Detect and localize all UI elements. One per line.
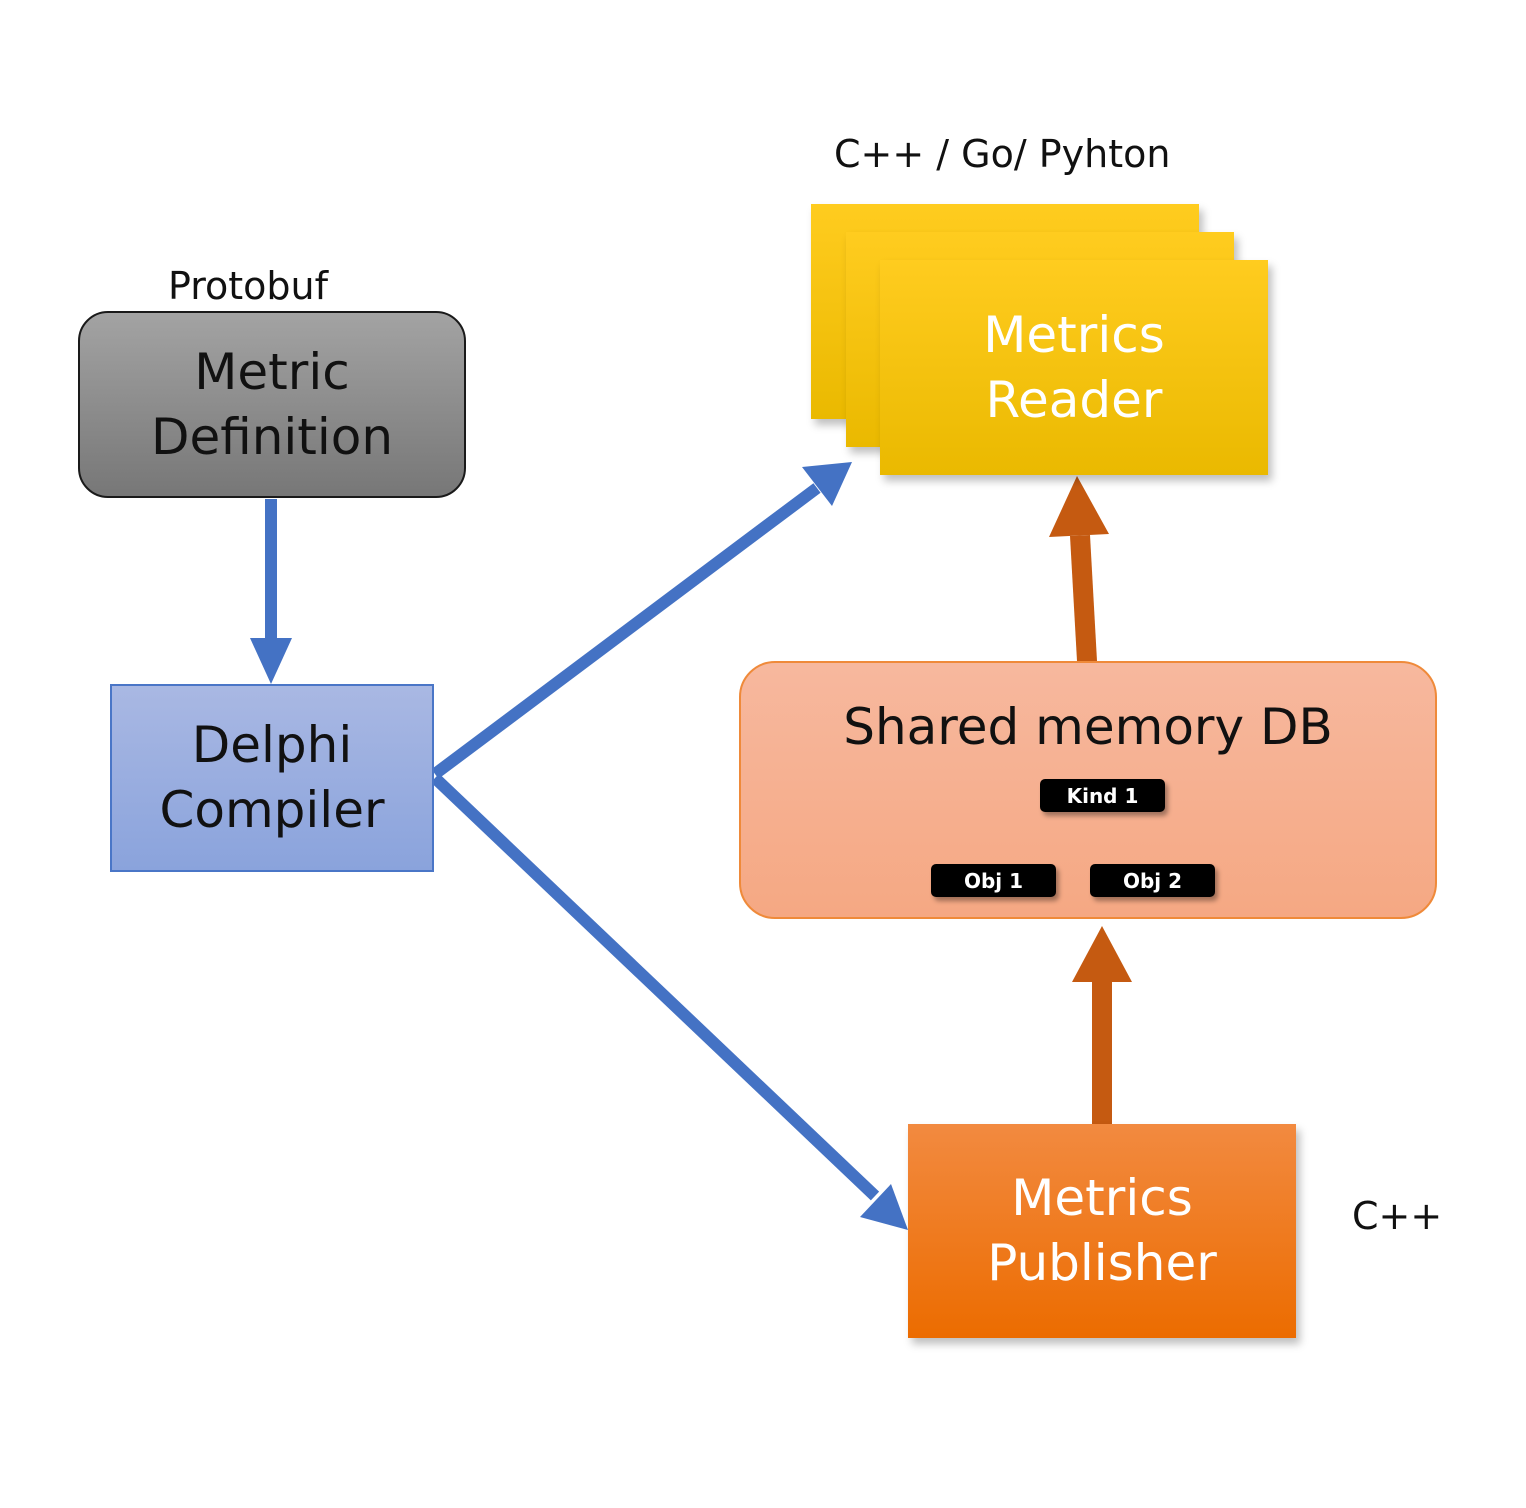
shared-memory-db-node: Shared memory DB <box>739 661 1437 919</box>
delphi-compiler-line1: Delphi <box>191 716 353 774</box>
metrics-publisher-line2: Publisher <box>987 1234 1217 1292</box>
obj-1-chip: Obj 1 <box>931 864 1056 897</box>
shared-memory-db-title: Shared memory DB <box>843 698 1333 756</box>
arrow-db-to-reader <box>1049 476 1109 661</box>
metrics-reader-line1: Metrics <box>983 305 1165 364</box>
metric-definition-line2: Definition <box>150 407 394 466</box>
arrow-compiler-to-reader <box>431 462 852 779</box>
arrow-compiler-to-publisher <box>430 773 908 1230</box>
metrics-reader-node: Metrics Reader <box>880 260 1268 475</box>
metrics-publisher-line1: Metrics <box>1011 1169 1193 1227</box>
reader-languages-label: C++ / Go/ Pyhton <box>834 132 1171 176</box>
metrics-reader-line2: Reader <box>985 370 1163 429</box>
obj-2-chip: Obj 2 <box>1090 864 1215 897</box>
arrow-publisher-to-db <box>1072 926 1132 1125</box>
protobuf-label: Protobuf <box>168 264 329 308</box>
delphi-compiler-node: Delphi Compiler <box>110 684 434 872</box>
publisher-language-label: C++ <box>1352 1194 1443 1238</box>
delphi-compiler-line2: Compiler <box>159 781 385 839</box>
kind-1-chip: Kind 1 <box>1040 779 1165 812</box>
metrics-publisher-node: Metrics Publisher <box>908 1124 1296 1338</box>
metric-definition-node: Metric Definition <box>78 311 466 498</box>
arrow-definition-to-compiler <box>250 499 292 684</box>
metric-definition-line1: Metric <box>194 342 350 401</box>
